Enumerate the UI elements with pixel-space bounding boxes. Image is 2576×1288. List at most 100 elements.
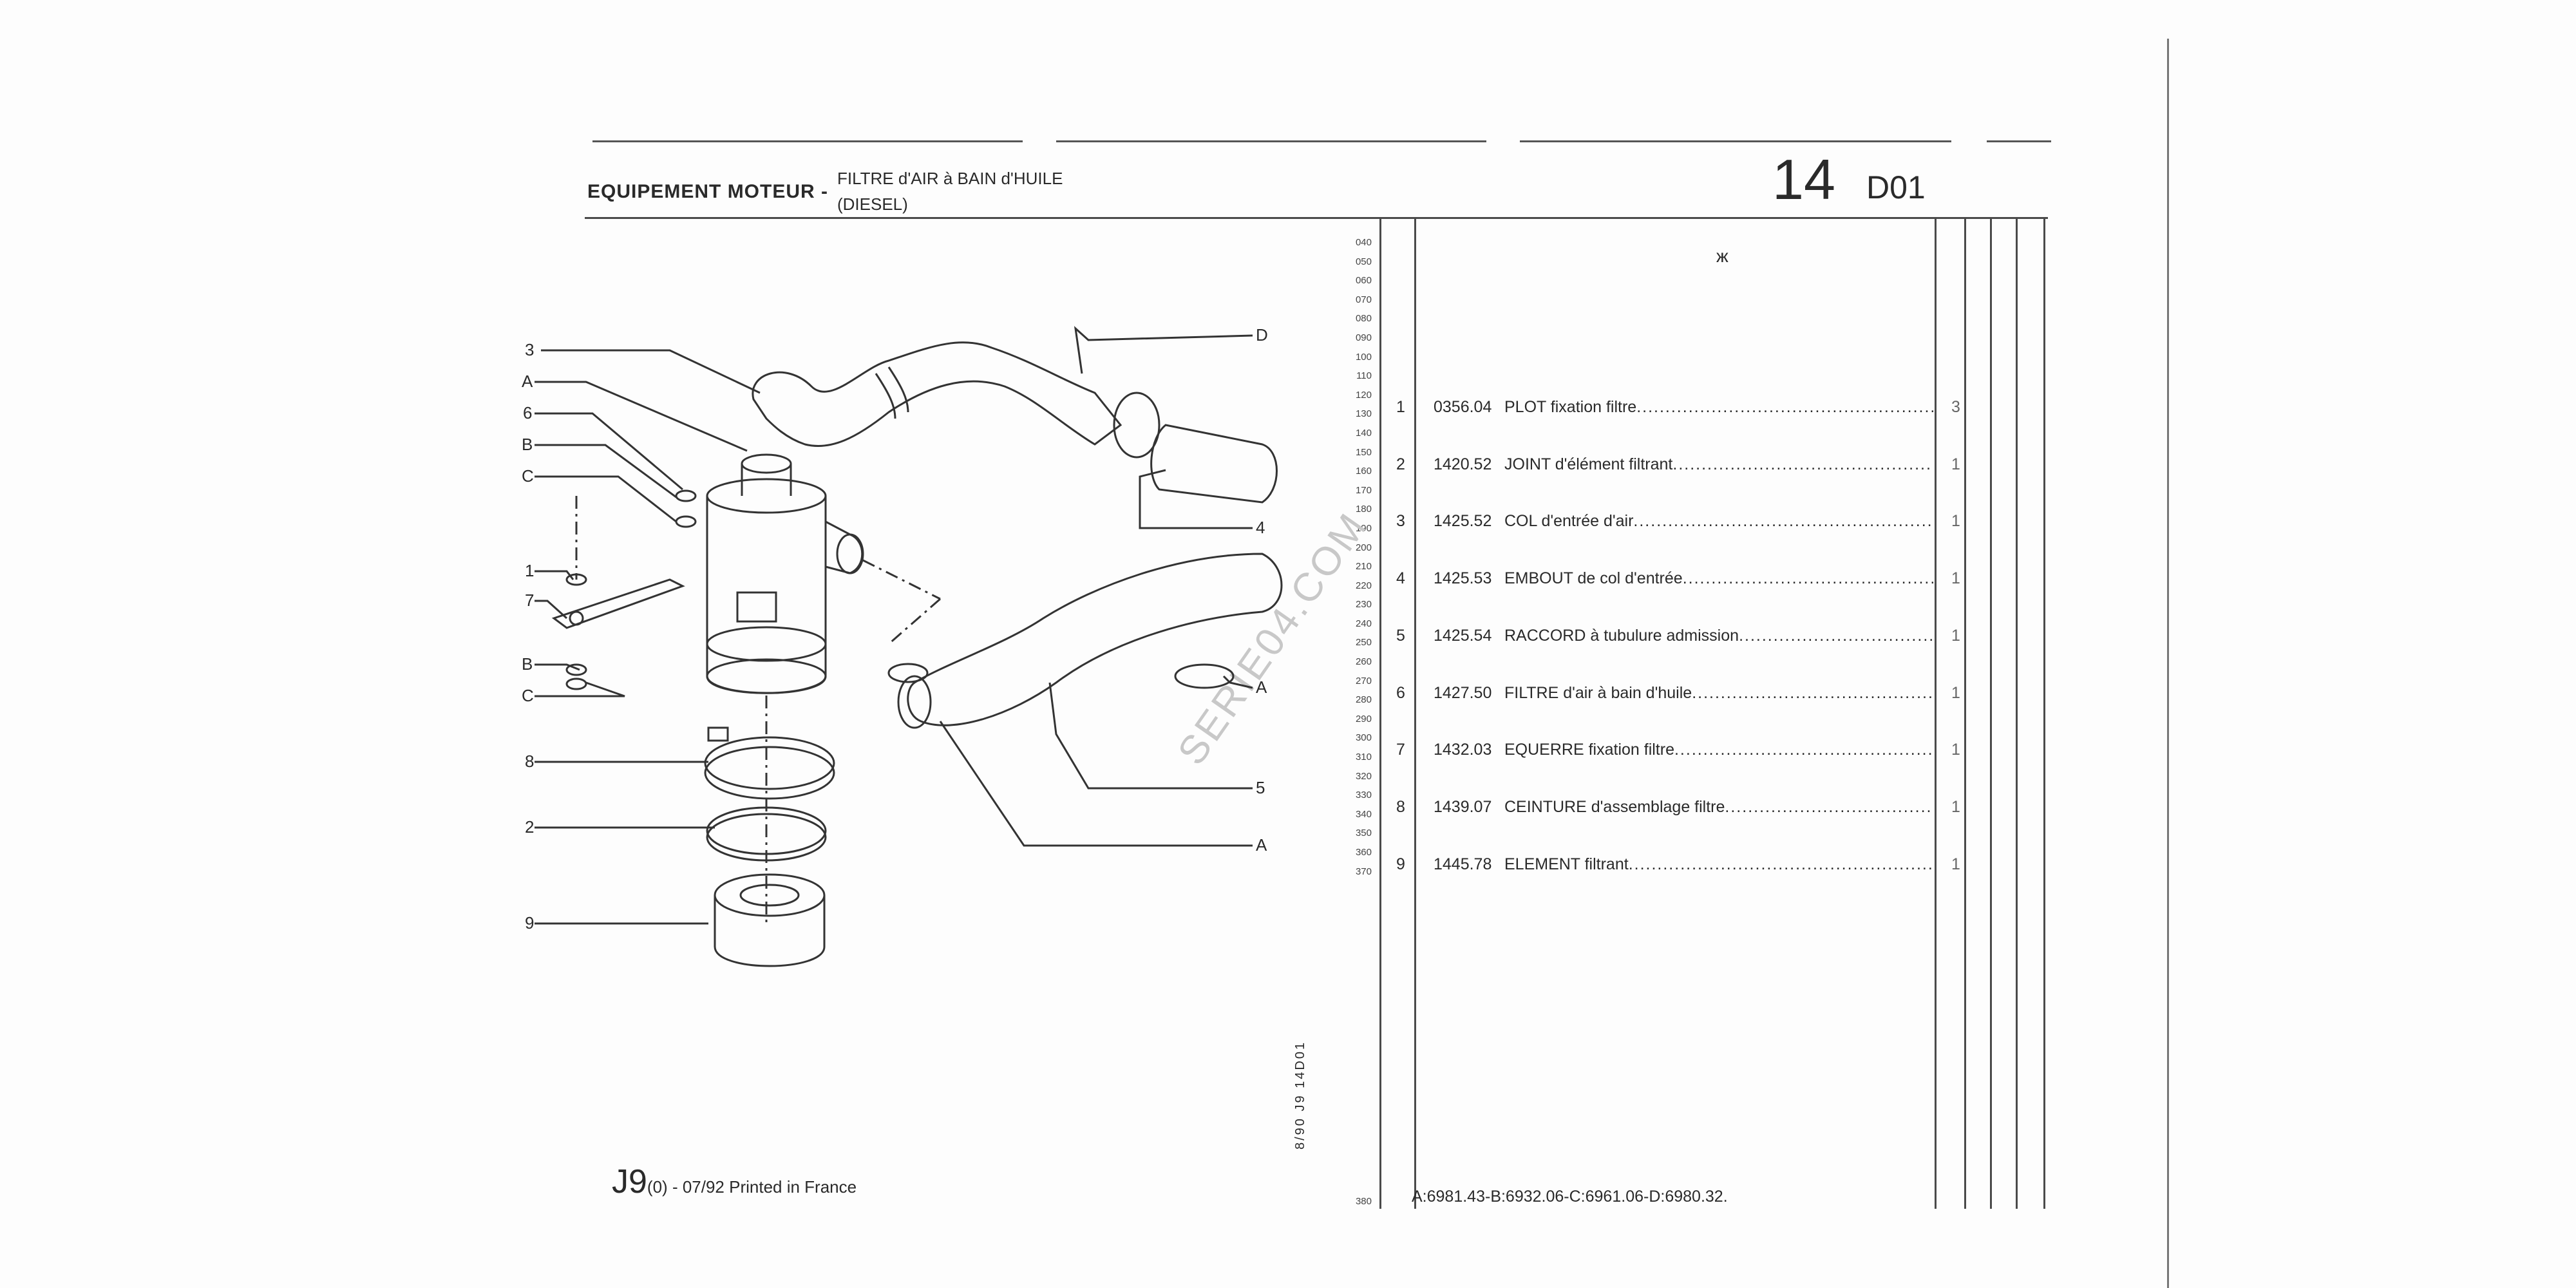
group-number: 14: [1772, 147, 1835, 211]
part-reference: 1432.03: [1434, 741, 1492, 759]
line-number: 260: [1355, 656, 1372, 668]
line-number: 160: [1355, 466, 1372, 477]
line-number: 180: [1355, 504, 1372, 515]
line-number: 190: [1355, 522, 1372, 534]
part-description: FILTRE d'air à bain d'huile.............…: [1504, 684, 1933, 703]
part-name: PLOT: [1504, 398, 1546, 416]
final-line-number: 380: [1355, 1196, 1372, 1207]
part-reference: 1425.53: [1434, 569, 1492, 588]
part-description: PLOT fixation filtre....................…: [1504, 398, 1933, 417]
diagram-label-a2: A: [1256, 677, 1267, 697]
leader-dots: ........................................…: [1725, 797, 1933, 816]
line-number: 150: [1355, 446, 1372, 458]
part-quantity: 1: [1951, 455, 1960, 473]
line-number: 040: [1355, 237, 1372, 248]
part-description: CEINTURE d'assemblage filtre............…: [1504, 798, 1933, 817]
part-description: EQUERRE fixation filtre.................…: [1504, 741, 1933, 759]
table-col-a: [1964, 217, 1966, 1209]
part-name: ELEMENT: [1504, 855, 1580, 873]
table-border-idx: [1414, 217, 1416, 1209]
part-reference: 1420.52: [1434, 455, 1492, 473]
part-reference: 0356.04: [1434, 398, 1492, 416]
part-quantity: 1: [1951, 569, 1960, 588]
part-name: RACCORD: [1504, 626, 1586, 645]
part-description: COL d'entrée d'air......................…: [1504, 512, 1933, 531]
diagram-label-4: 4: [1256, 518, 1265, 537]
table-symbol: ж: [1716, 246, 1728, 266]
leader-dots: ........................................…: [1692, 683, 1933, 702]
part-reference: 1425.54: [1434, 626, 1492, 645]
section-title: EQUIPEMENT MOTEUR -: [587, 181, 829, 202]
leader-dots: ........................................…: [1633, 512, 1933, 531]
part-detail: d'assemblage filtre: [1591, 797, 1725, 816]
line-number: 210: [1355, 561, 1372, 573]
line-number: 080: [1355, 313, 1372, 325]
line-number: 070: [1355, 294, 1372, 305]
line-number: 170: [1355, 484, 1372, 496]
part-reference: 1439.07: [1434, 797, 1492, 816]
part-index: 8: [1396, 797, 1405, 816]
part-reference: 1445.78: [1434, 855, 1492, 873]
line-number: 280: [1355, 694, 1372, 706]
part-quantity: 1: [1951, 512, 1960, 531]
table-border-qty: [1935, 217, 1937, 1209]
diagram-label-6: 6: [523, 403, 532, 422]
diagram-label-8: 8: [525, 752, 534, 771]
part-index: 3: [1396, 512, 1405, 531]
part-quantity: 3: [1951, 398, 1960, 416]
line-number: 360: [1355, 847, 1372, 858]
leader-dots: ........................................…: [1739, 626, 1933, 645]
part-quantity: 1: [1951, 683, 1960, 702]
line-number: 290: [1355, 713, 1372, 724]
footer-version: (0): [647, 1177, 668, 1197]
top-rule-2: [1056, 140, 1486, 142]
part-detail: fixation filtre: [1550, 398, 1637, 416]
line-number: 120: [1355, 389, 1372, 401]
group-code: D01: [1866, 169, 1926, 205]
line-number: 320: [1355, 770, 1372, 782]
part-index: 9: [1396, 855, 1405, 873]
part-detail: d'élément filtrant: [1555, 455, 1673, 473]
line-number: 050: [1355, 256, 1372, 267]
line-number: 230: [1355, 599, 1372, 611]
leader-dots: ........................................…: [1674, 741, 1933, 759]
leader-dots: ........................................…: [1636, 398, 1933, 416]
part-detail: filtrant: [1584, 855, 1629, 873]
part-reference: 1425.52: [1434, 512, 1492, 531]
line-number: 200: [1355, 542, 1372, 553]
line-number: 370: [1355, 866, 1372, 877]
leader-dots: ........................................…: [1628, 855, 1933, 873]
table-border-left: [1379, 217, 1381, 1209]
top-rule-3: [1520, 140, 1951, 142]
part-reference: 1427.50: [1434, 683, 1492, 702]
line-number: 130: [1355, 408, 1372, 420]
line-number: 060: [1355, 275, 1372, 287]
diagram-label-5: 5: [1256, 778, 1265, 797]
diagram-label-a1: A: [522, 372, 533, 391]
line-number: 110: [1356, 370, 1372, 382]
part-row: 8 1439.07 CEINTURE d'assemblage filtre....…: [1391, 798, 1971, 824]
part-quantity: 1: [1951, 626, 1960, 645]
line-number: 090: [1355, 332, 1372, 343]
line-number: 240: [1355, 618, 1372, 629]
diagram-label-c1: C: [522, 466, 534, 486]
diagram-label-b2: B: [522, 654, 533, 674]
part-name: JOINT: [1504, 455, 1551, 473]
page-title-line2: (DIESEL): [837, 194, 908, 214]
line-number: 350: [1355, 828, 1372, 839]
part-quantity: 1: [1951, 797, 1960, 816]
header-rule: [585, 217, 2048, 219]
leader-dots: ........................................…: [1672, 455, 1933, 473]
part-detail: de col d'entrée: [1577, 569, 1683, 588]
line-number: 140: [1355, 427, 1372, 439]
part-description: RACCORD à tubulure admission............…: [1504, 627, 1933, 645]
part-name: EMBOUT: [1504, 569, 1573, 588]
part-row: 9 1445.78 ELEMENT filtrant................…: [1391, 855, 1971, 881]
diagram-label-2: 2: [525, 817, 534, 837]
page-title-line1: FILTRE d'AIR à BAIN d'HUILE: [837, 169, 1063, 188]
